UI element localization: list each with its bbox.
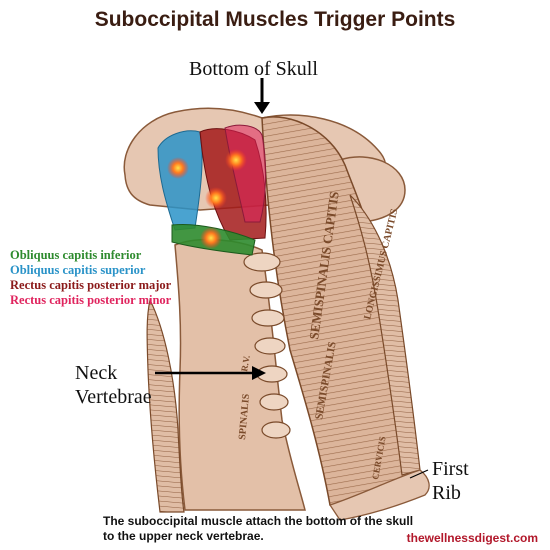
trigger-point — [225, 149, 247, 171]
site-url[interactable]: thewellnessdigest.com — [406, 531, 538, 545]
spinalis-text: SPINALIS — [237, 393, 252, 440]
page-title: Suboccipital Muscles Trigger Points — [94, 8, 456, 31]
muscle-legend: Obliquus capitis inferior Obliquus capit… — [10, 248, 171, 308]
rib-label: Rib — [432, 482, 461, 504]
legend-item-obliquus-inferior: Obliquus capitis inferior — [10, 248, 142, 262]
vertebrae-label: Vertebrae — [75, 386, 152, 408]
neck-vertebrae — [243, 252, 291, 439]
first-label: First — [432, 458, 469, 480]
neck-label: Neck — [75, 362, 118, 384]
bottom-of-skull-label: Bottom of Skull — [189, 58, 318, 80]
skull-arrow — [254, 78, 270, 114]
first-rib — [328, 469, 430, 521]
caption-line-2: to the upper neck vertebrae. — [103, 529, 264, 543]
trigger-point — [167, 157, 189, 179]
trigger-point — [205, 187, 227, 209]
vertebrae-arrow — [155, 366, 266, 380]
splenius-band — [146, 298, 185, 513]
neck-column — [174, 238, 306, 511]
legend-item-rectus-minor: Rectus capitis posterior minor — [10, 293, 172, 307]
caption-line-1: The suboccipital muscle attach the botto… — [103, 514, 414, 528]
legend-item-obliquus-superior: Obliquus capitis superior — [10, 263, 146, 277]
trigger-point — [200, 227, 222, 249]
legend-item-rectus-major: Rectus capitis posterior major — [10, 278, 172, 292]
caption: The suboccipital muscle attach the botto… — [103, 514, 413, 544]
rv-text: R.V. — [239, 355, 252, 373]
obliquus-capitis-superior-muscle — [157, 130, 203, 231]
trigger-points — [167, 149, 247, 249]
rib-arrow — [409, 469, 429, 479]
